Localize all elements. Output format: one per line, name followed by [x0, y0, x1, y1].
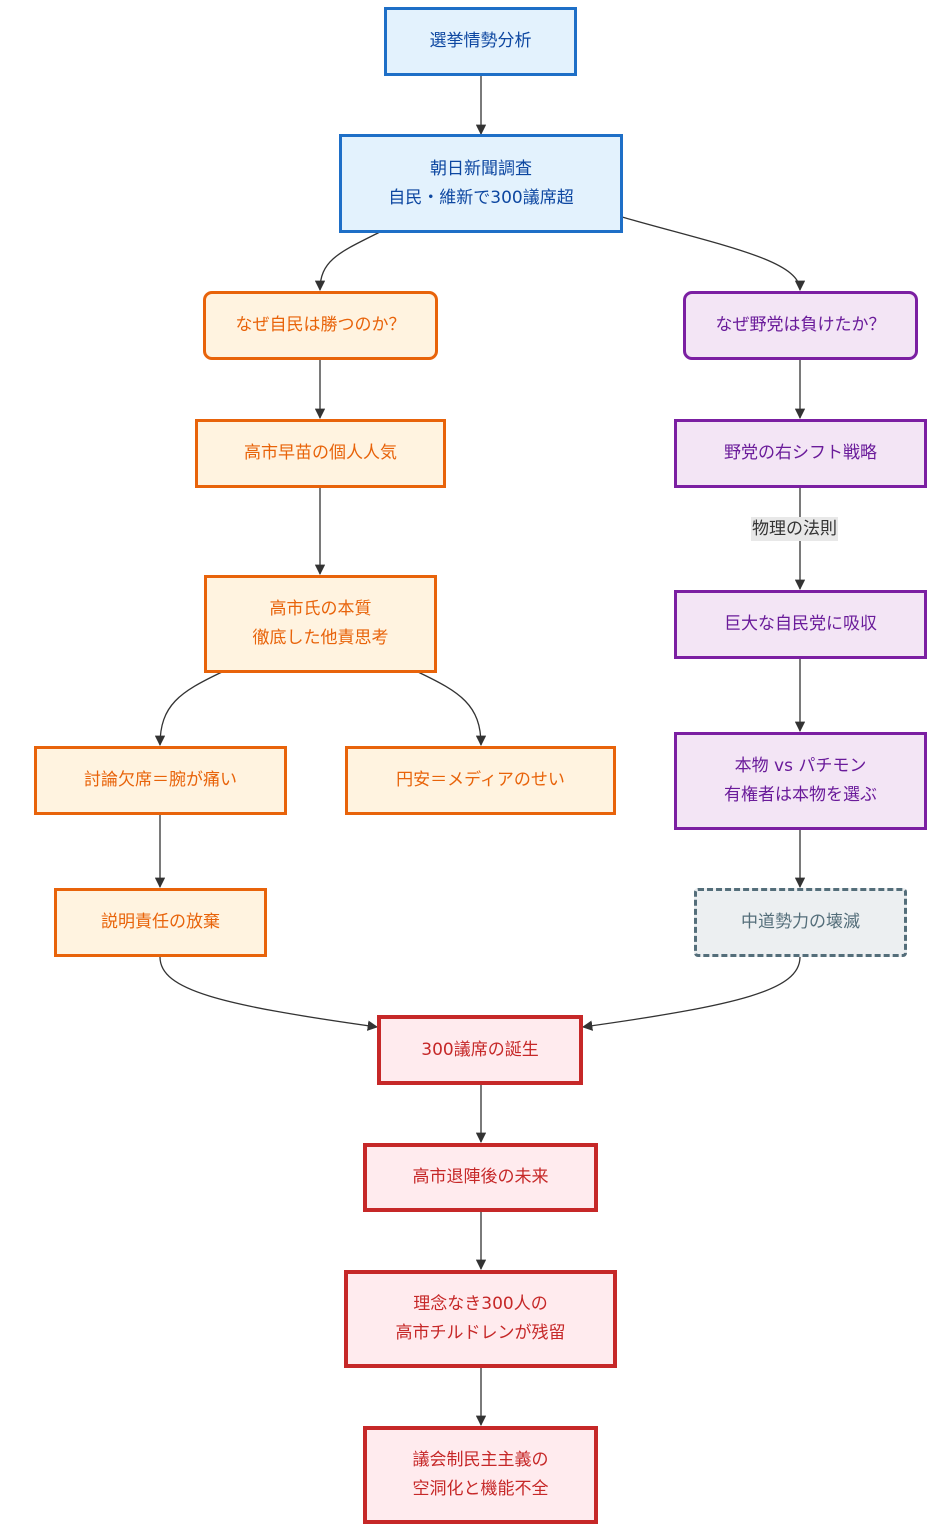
node-debate-absence: 討論欠席＝腕が痛い [34, 746, 287, 815]
node-yen-media: 円安＝メディアのせい [345, 746, 616, 815]
node-election-analysis: 選挙情勢分析 [384, 7, 577, 76]
node-democracy-hollowing: 議会制民主主義の 空洞化と機能不全 [363, 1426, 598, 1524]
edge-essence-yen [417, 671, 487, 747]
node-takaichi-popularity: 高市早苗の個人人気 [195, 419, 446, 488]
edge-essence-debate [154, 671, 223, 747]
node-right-shift-strategy: 野党の右シフト戦略 [674, 419, 927, 488]
node-300-seats: 300議席の誕生 [377, 1015, 583, 1085]
edge-centrist-seats [581, 956, 801, 1031]
node-takaichi-children: 理念なき300人の 高市チルドレンが残留 [344, 1270, 617, 1368]
node-why-ldp-wins: なぜ自民は勝つのか？ [203, 291, 438, 360]
node-why-opposition-loses: なぜ野党は負けたか？ [683, 291, 918, 360]
node-takaichi-essence: 高市氏の本質 徹底した他責思考 [204, 575, 437, 673]
node-real-vs-fake: 本物 vs パチモン 有権者は本物を選ぶ [674, 732, 927, 830]
edge-label-physics: 物理の法則 [751, 517, 838, 541]
node-centrist-collapse: 中道勢力の壊滅 [694, 888, 907, 957]
edge-asahi-why-ldp [314, 231, 381, 292]
node-post-takaichi: 高市退陣後の未来 [363, 1143, 598, 1212]
node-absorbed-by-ldp: 巨大な自民党に吸収 [674, 590, 927, 659]
node-accountability-abandoned: 説明責任の放棄 [54, 888, 267, 957]
edge-asahi-why-opposition [621, 216, 806, 292]
node-asahi-survey: 朝日新聞調査 自民・維新で300議席超 [339, 134, 623, 233]
edge-accountability-seats [159, 956, 379, 1031]
